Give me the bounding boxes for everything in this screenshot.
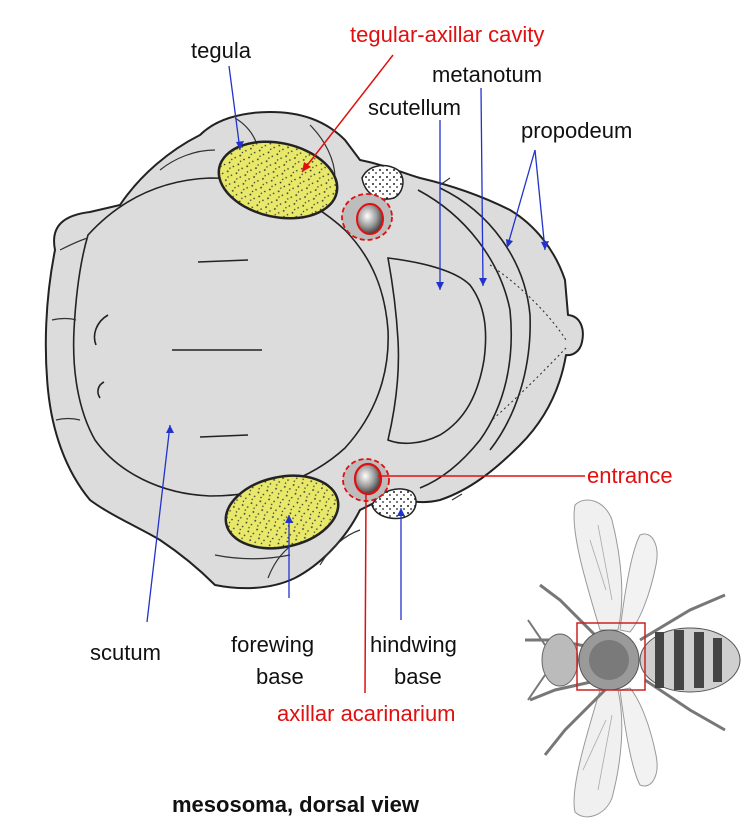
cavity-upper xyxy=(341,193,393,241)
label-scutellum: scutellum xyxy=(368,95,461,120)
mesosoma-body xyxy=(44,111,584,590)
label-hindwing-base-line1: hindwing xyxy=(370,632,457,657)
label-tegular-axillar-cavity: tegular-axillar cavity xyxy=(350,22,544,47)
bee-inset-image xyxy=(525,499,741,818)
leader-lines xyxy=(146,54,585,694)
label-scutum: scutum xyxy=(90,640,161,665)
label-tegula: tegula xyxy=(191,38,252,63)
label-forewing-base-line2: base xyxy=(256,664,304,689)
label-forewing-base-line1: forewing xyxy=(231,632,314,657)
scutellum-plate xyxy=(387,257,487,445)
label-propodeum: propodeum xyxy=(521,118,632,143)
label-entrance: entrance xyxy=(587,463,673,488)
label-hindwing-base-line2: base xyxy=(394,664,442,689)
inset-highlight-box xyxy=(576,622,646,691)
label-metanotum: metanotum xyxy=(432,62,542,87)
label-axillar-acarinarium: axillar acarinarium xyxy=(277,701,456,726)
figure-caption: mesosoma, dorsal view xyxy=(172,792,420,817)
hindwing-base-lower xyxy=(371,488,417,520)
cavity-lower xyxy=(342,458,390,502)
